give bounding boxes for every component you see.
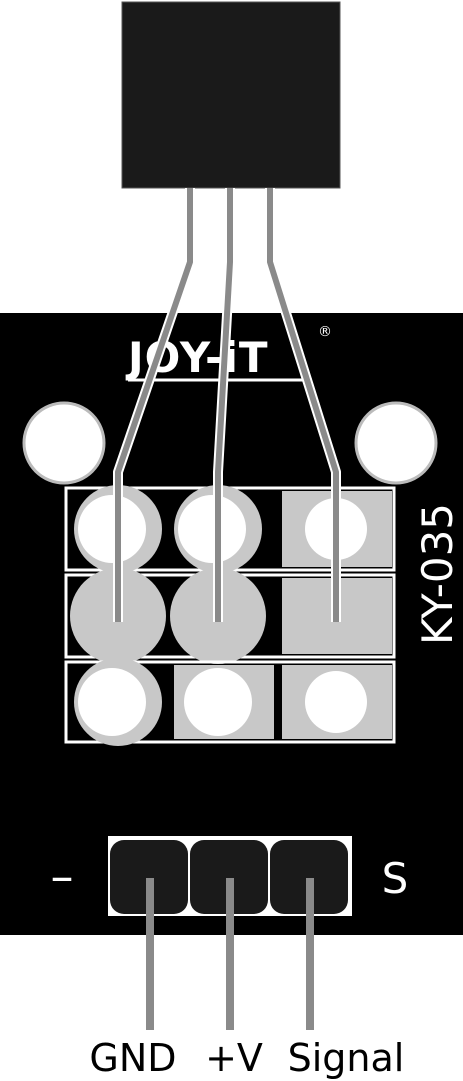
header-minus-label: – — [51, 849, 74, 903]
sensor-legs-core — [115, 188, 339, 622]
mounting-hole-left — [22, 401, 106, 485]
header-pin-signal — [270, 840, 348, 914]
pad-row-3 — [64, 658, 396, 746]
header-s-label: S — [382, 854, 409, 903]
sensor-body — [121, 1, 341, 189]
mounting-hole-right — [354, 401, 438, 485]
pin-wires — [146, 878, 314, 1030]
pin-label-signal: Signal — [288, 1036, 405, 1080]
board-model-label: KY-035 — [413, 503, 462, 645]
pin-label-vcc: +V — [205, 1036, 263, 1080]
registered-mark: ® — [318, 324, 332, 340]
header-pin-gnd — [110, 840, 188, 914]
pin-label-gnd: GND — [89, 1036, 176, 1080]
header-pin-vcc — [190, 840, 268, 914]
